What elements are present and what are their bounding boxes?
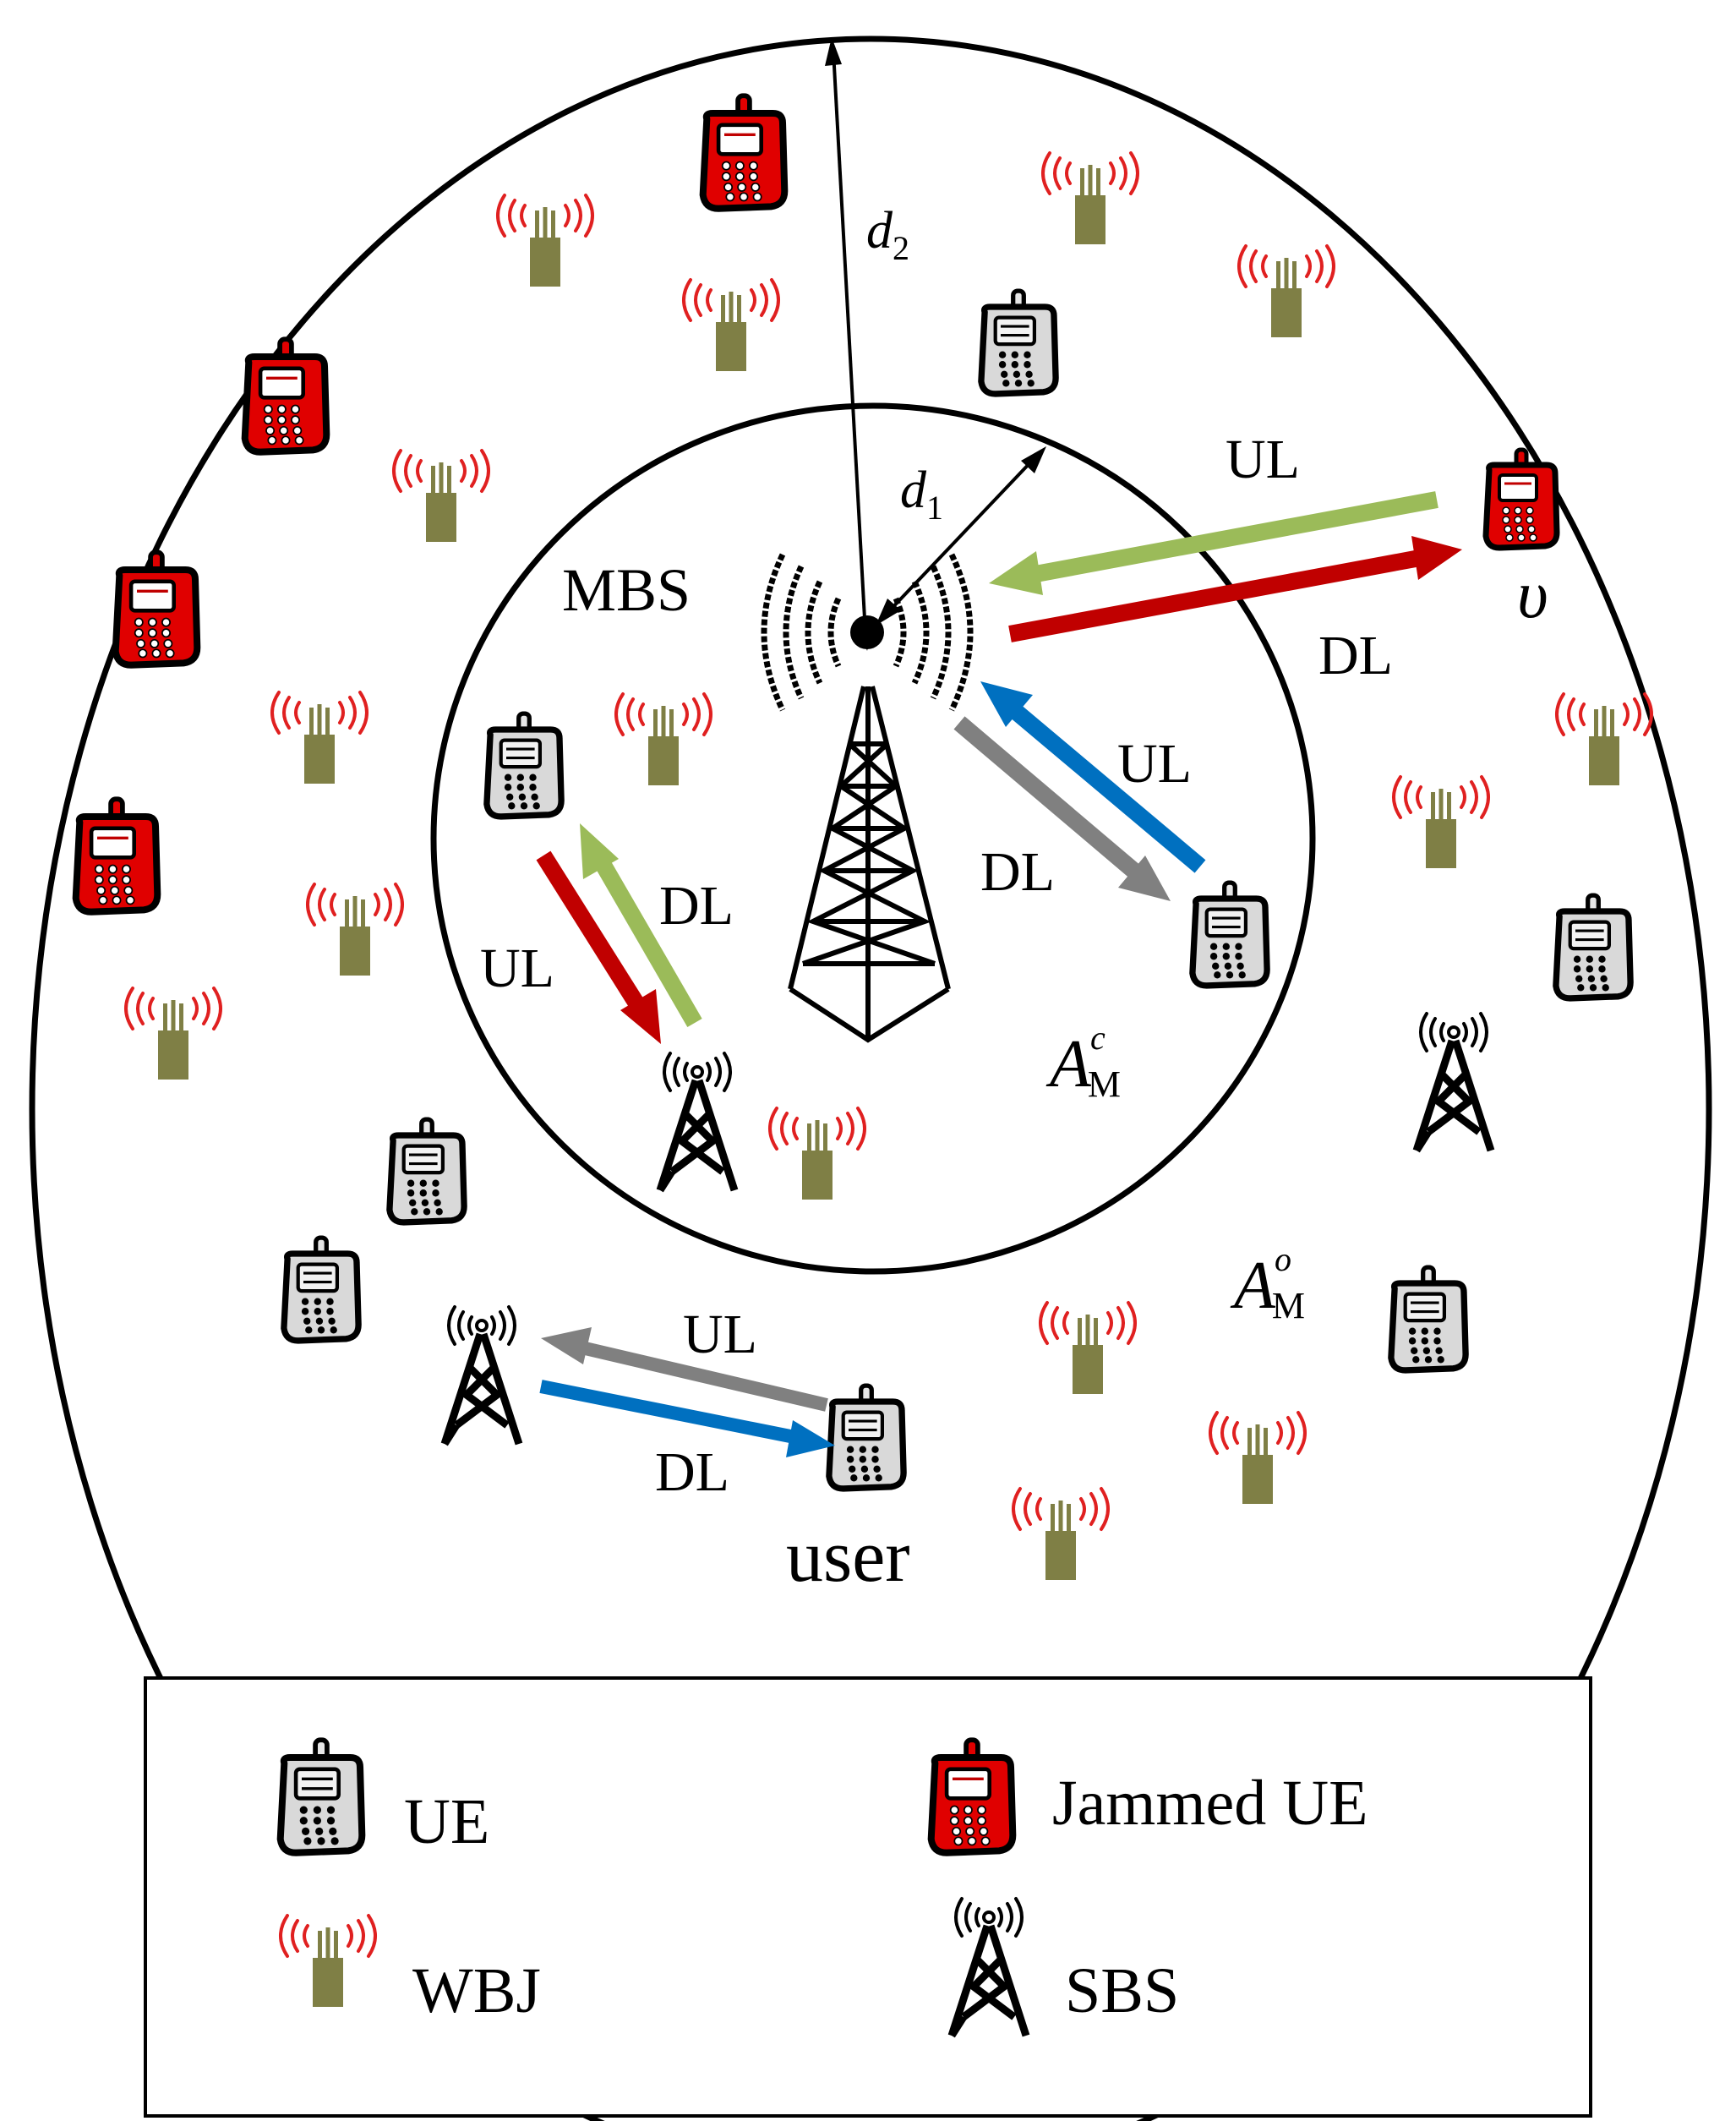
wbj-icon (1555, 692, 1653, 787)
ue-icon (1556, 895, 1630, 998)
top-ul-label: UL (1226, 429, 1300, 490)
bottom-dl-label: DL (655, 1441, 729, 1503)
legend: UE Jammed UE WBJ SBS (144, 1676, 1592, 2118)
mbs-tower-icon (764, 555, 970, 1043)
ul-arrow-right (980, 681, 1206, 873)
ue-icon (1391, 1267, 1466, 1370)
d1-radius-arrow (876, 446, 1046, 626)
mbs-label: MBS (562, 556, 691, 624)
dl-arrow-right (953, 716, 1171, 901)
dl-arrow-left (580, 823, 702, 1028)
right-ul-label: UL (1117, 733, 1192, 795)
jammed-ue-icon (76, 799, 158, 911)
ue-icon (284, 1238, 358, 1341)
wbj-icon (614, 692, 712, 787)
ul-arrow-top (989, 491, 1438, 595)
wbj-icon (768, 1107, 866, 1201)
wbj-icon (1392, 775, 1490, 870)
top-dl-label: DL (1318, 625, 1393, 686)
wbj-icon (270, 691, 368, 785)
jammed-ue-icon (703, 96, 785, 208)
legend-ue-label: UE (404, 1786, 489, 1857)
wbj-icon (392, 449, 490, 544)
d2-radius-arrow (825, 37, 874, 651)
sbs-icon (660, 1053, 734, 1190)
dl-arrow-bottom (539, 1380, 835, 1457)
wbj-icon (682, 278, 780, 373)
ue-icon (829, 1386, 903, 1489)
amc-region-label: AMc (1045, 1019, 1121, 1105)
ue-icon (487, 713, 561, 817)
right-dl-label: DL (980, 841, 1055, 903)
sbs-icon (1417, 1014, 1491, 1151)
wbj-icon (1237, 244, 1335, 339)
legend-jammed-ue-icon (931, 1740, 1013, 1852)
wbj-icon (1209, 1411, 1307, 1506)
bottom-ul-label: UL (683, 1304, 757, 1365)
user-label: user (786, 1516, 910, 1598)
left-ul-label: UL (480, 938, 554, 999)
sbs-icon (445, 1307, 519, 1444)
ul-arrow-left (536, 850, 661, 1044)
ul-arrow-bottom (541, 1327, 828, 1412)
jammed-ue-icon (116, 552, 198, 664)
d1-label: d1 (900, 462, 943, 527)
wbj-icon (306, 883, 404, 977)
wbj-icon (1012, 1487, 1110, 1582)
left-dl-label: DL (659, 875, 734, 937)
jammed-ue-icon (1486, 450, 1557, 548)
ue-icon (390, 1119, 464, 1222)
ue-icon (1193, 883, 1267, 986)
outer-region-circle (29, 36, 1712, 2121)
wbj-icon (496, 194, 594, 288)
wbj-icon (1039, 1301, 1137, 1396)
d2-label: d2 (866, 202, 909, 267)
wbj-icon (124, 987, 222, 1081)
amo-region-label: AMo (1230, 1240, 1305, 1326)
jammed-ue-icon (245, 339, 327, 451)
legend-sbs-label: SBS (1065, 1955, 1179, 2026)
legend-wbj-label: WBJ (412, 1955, 541, 2026)
jammed-user-v-label: υ (1517, 558, 1548, 632)
ue-icon (981, 291, 1056, 394)
legend-box (144, 1676, 1592, 2118)
legend-jammed-ue-label: Jammed UE (1052, 1768, 1368, 1839)
dl-arrow-top (1008, 536, 1462, 642)
legend-ue-icon (281, 1740, 363, 1852)
wbj-icon (1041, 151, 1139, 246)
inner-region-circle (430, 402, 1316, 1275)
